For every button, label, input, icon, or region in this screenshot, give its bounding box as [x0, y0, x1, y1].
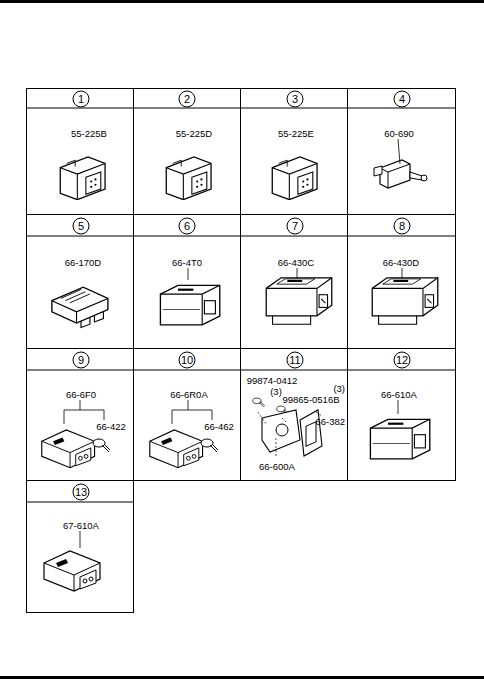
part-cell: 2 55-225D — [133, 88, 241, 215]
callout-number: 5 — [73, 218, 90, 235]
part-number: 99874-0412 — [247, 376, 298, 386]
callout-number: 2 — [179, 91, 196, 108]
part-number: (3) — [270, 387, 282, 397]
part-number: 99865-0516B — [282, 395, 339, 405]
part-cell: 5 66-170D — [26, 214, 134, 349]
callout-number: 3 — [287, 91, 304, 108]
callout-number: 10 — [179, 352, 196, 369]
part-number: 66-6R0A — [170, 390, 208, 400]
part-number: (3) — [333, 384, 345, 394]
part-cell: 3 55-225E — [240, 88, 348, 215]
part-number: 66-430D — [383, 258, 419, 268]
part-number: 66-6F0 — [66, 390, 96, 400]
callout-number: 13 — [73, 484, 90, 501]
part-number: 60-690 — [384, 129, 414, 139]
part-cell: 6 66-4T0 — [133, 214, 241, 349]
part-number: 66-462 — [204, 422, 234, 432]
part-number: 66-430C — [278, 258, 314, 268]
callout-number: 9 — [73, 352, 90, 369]
part-number: 66-170D — [65, 258, 101, 268]
part-number: 55-225D — [176, 129, 212, 139]
part-number: 66-382 — [315, 417, 345, 427]
part-cell: 1199874-0412(3)99865-0516B(3)66-38266-60… — [240, 348, 348, 481]
part-number: 66-422 — [96, 422, 126, 432]
part-number: 55-225B — [71, 129, 107, 139]
part-number: 55-225E — [278, 129, 314, 139]
callout-number: 4 — [394, 91, 411, 108]
callout-number: 1 — [73, 91, 90, 108]
part-cell: 9 66-6F0 66-422 — [26, 348, 134, 481]
part-cell: 10 66-6R0A 66-462 — [133, 348, 241, 481]
part-cell: 4 60-690 — [347, 88, 456, 215]
part-cell: 7 66-430C — [240, 214, 348, 349]
part-cell: 1 55-225B — [26, 88, 134, 215]
part-number: 67-610A — [63, 521, 99, 531]
callout-number: 6 — [179, 218, 196, 235]
part-cell: 8 66-430D — [347, 214, 456, 349]
part-number: 66-600A — [259, 462, 295, 472]
part-cell: 13 67-610A — [26, 480, 134, 613]
part-number: 66-610A — [381, 390, 417, 400]
callout-number: 8 — [394, 218, 411, 235]
callout-number: 12 — [394, 352, 411, 369]
part-cell: 12 66-610A — [347, 348, 456, 481]
part-number: 66-4T0 — [172, 258, 202, 268]
callout-number: 7 — [287, 218, 304, 235]
callout-number: 11 — [287, 352, 304, 369]
